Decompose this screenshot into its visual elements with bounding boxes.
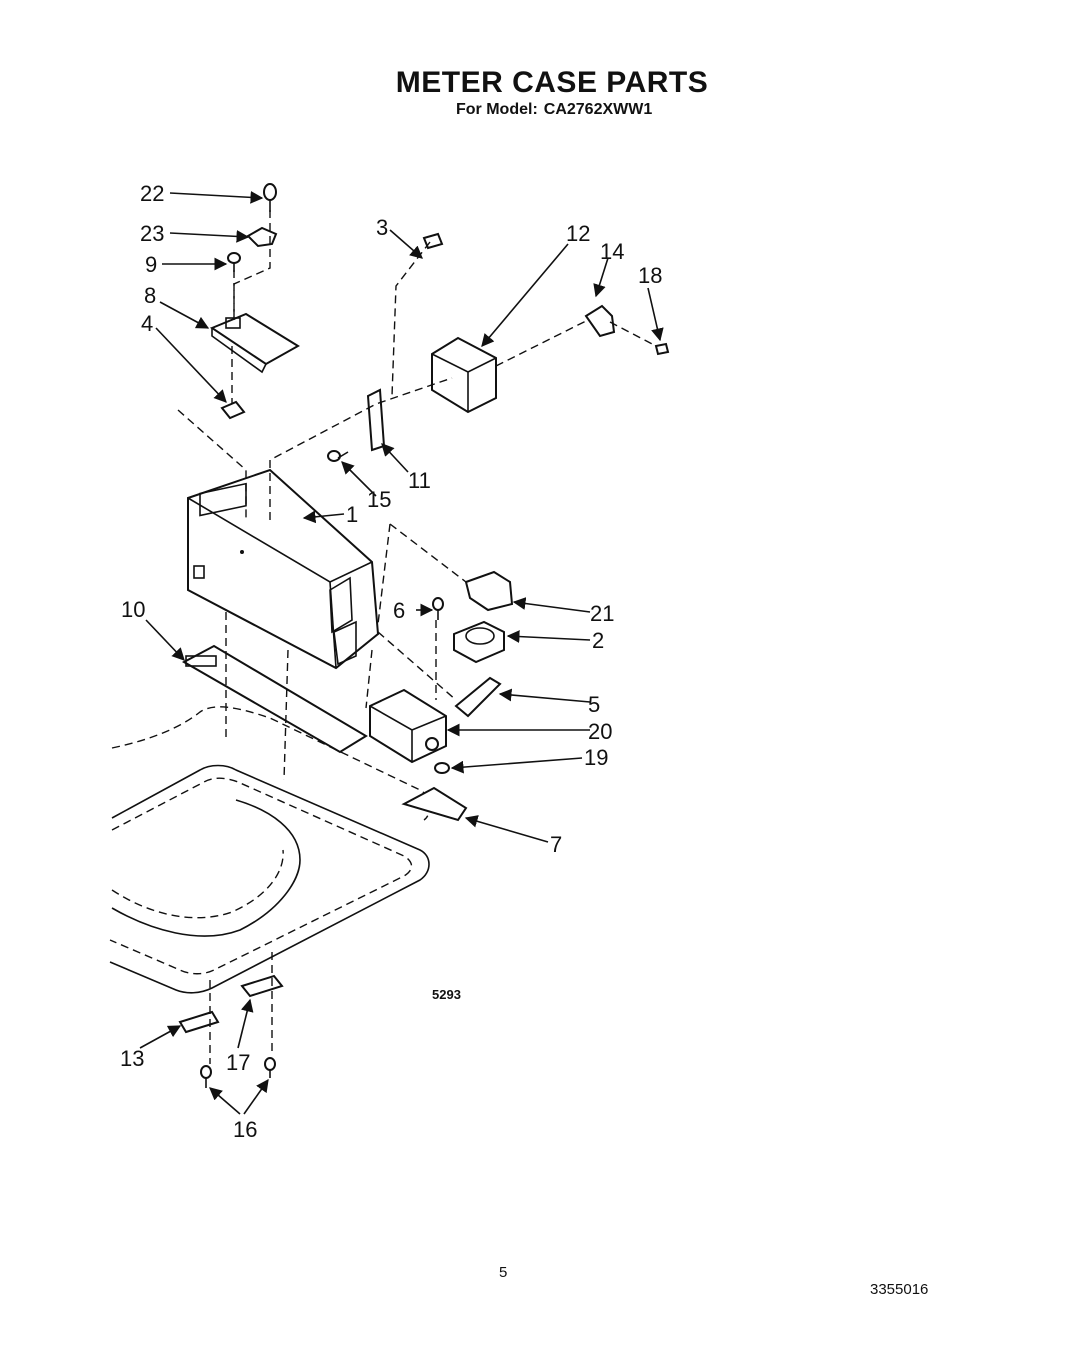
part-5-actuator <box>454 676 502 718</box>
part-8-bracket <box>209 312 300 374</box>
model-number: CA2762XWW1 <box>543 101 653 118</box>
callout-22: 22 <box>140 181 164 206</box>
part-14-connector <box>584 304 616 338</box>
callout-17: 17 <box>226 1050 250 1075</box>
page-number: 5 <box>499 1264 508 1281</box>
document-number: 3355016 <box>870 1281 929 1298</box>
callout-6: 6 <box>393 598 405 623</box>
page-title: METER CASE PARTS <box>395 66 709 99</box>
callout-8: 8 <box>144 283 156 308</box>
callout-12: 12 <box>566 221 590 246</box>
callout-16: 16 <box>233 1117 257 1142</box>
callout-3: 3 <box>376 215 388 240</box>
callout-9: 9 <box>145 252 157 277</box>
part-23-clip <box>246 226 278 248</box>
callout-11: 11 <box>408 468 431 493</box>
callout-21: 21 <box>590 601 614 626</box>
assembly-lines <box>177 210 657 1064</box>
callout-13: 13 <box>120 1046 144 1071</box>
part-11-bracket <box>366 388 386 452</box>
callout-19: 19 <box>584 745 608 770</box>
callout-1: 1 <box>346 502 358 527</box>
part-17-clip <box>240 974 284 998</box>
part-1-meter-case <box>187 468 380 670</box>
diagram-code: 5293 <box>432 987 461 1002</box>
part-20-switch-box <box>369 688 447 764</box>
callout-5: 5 <box>588 692 600 717</box>
callout-20: 20 <box>588 719 612 744</box>
washer-top-outline <box>109 706 431 994</box>
callout-14: 14 <box>600 239 624 264</box>
part-22-knob <box>263 183 277 212</box>
part-2-cup <box>453 620 505 664</box>
part-16-screws <box>200 1057 276 1088</box>
callout-23: 23 <box>140 221 164 246</box>
part-4-clip <box>220 400 246 420</box>
part-6-screw <box>432 597 444 620</box>
part-9-screw <box>227 252 241 272</box>
part-21-bracket <box>464 570 514 612</box>
part-19-screw <box>434 762 450 774</box>
part-18-pin <box>654 342 670 356</box>
callout-15: 15 <box>367 487 391 512</box>
leader-lines <box>139 190 664 1115</box>
callout-2: 2 <box>592 628 604 653</box>
callout-labels: 22 23 9 8 4 3 12 14 18 11 15 1 10 6 21 2… <box>120 181 662 1142</box>
part-7-spring <box>401 786 468 822</box>
part-10-panel <box>181 644 368 754</box>
model-prefix: For Model: <box>456 101 538 118</box>
part-12-timer <box>431 336 497 414</box>
callout-4: 4 <box>141 311 153 336</box>
callout-7: 7 <box>550 832 562 857</box>
part-15-screw <box>327 450 349 462</box>
callout-18: 18 <box>638 263 662 288</box>
callout-10: 10 <box>121 597 145 622</box>
model-line: For Model: CA2762XWW1 <box>456 101 652 119</box>
part-13-clip <box>178 1010 220 1034</box>
